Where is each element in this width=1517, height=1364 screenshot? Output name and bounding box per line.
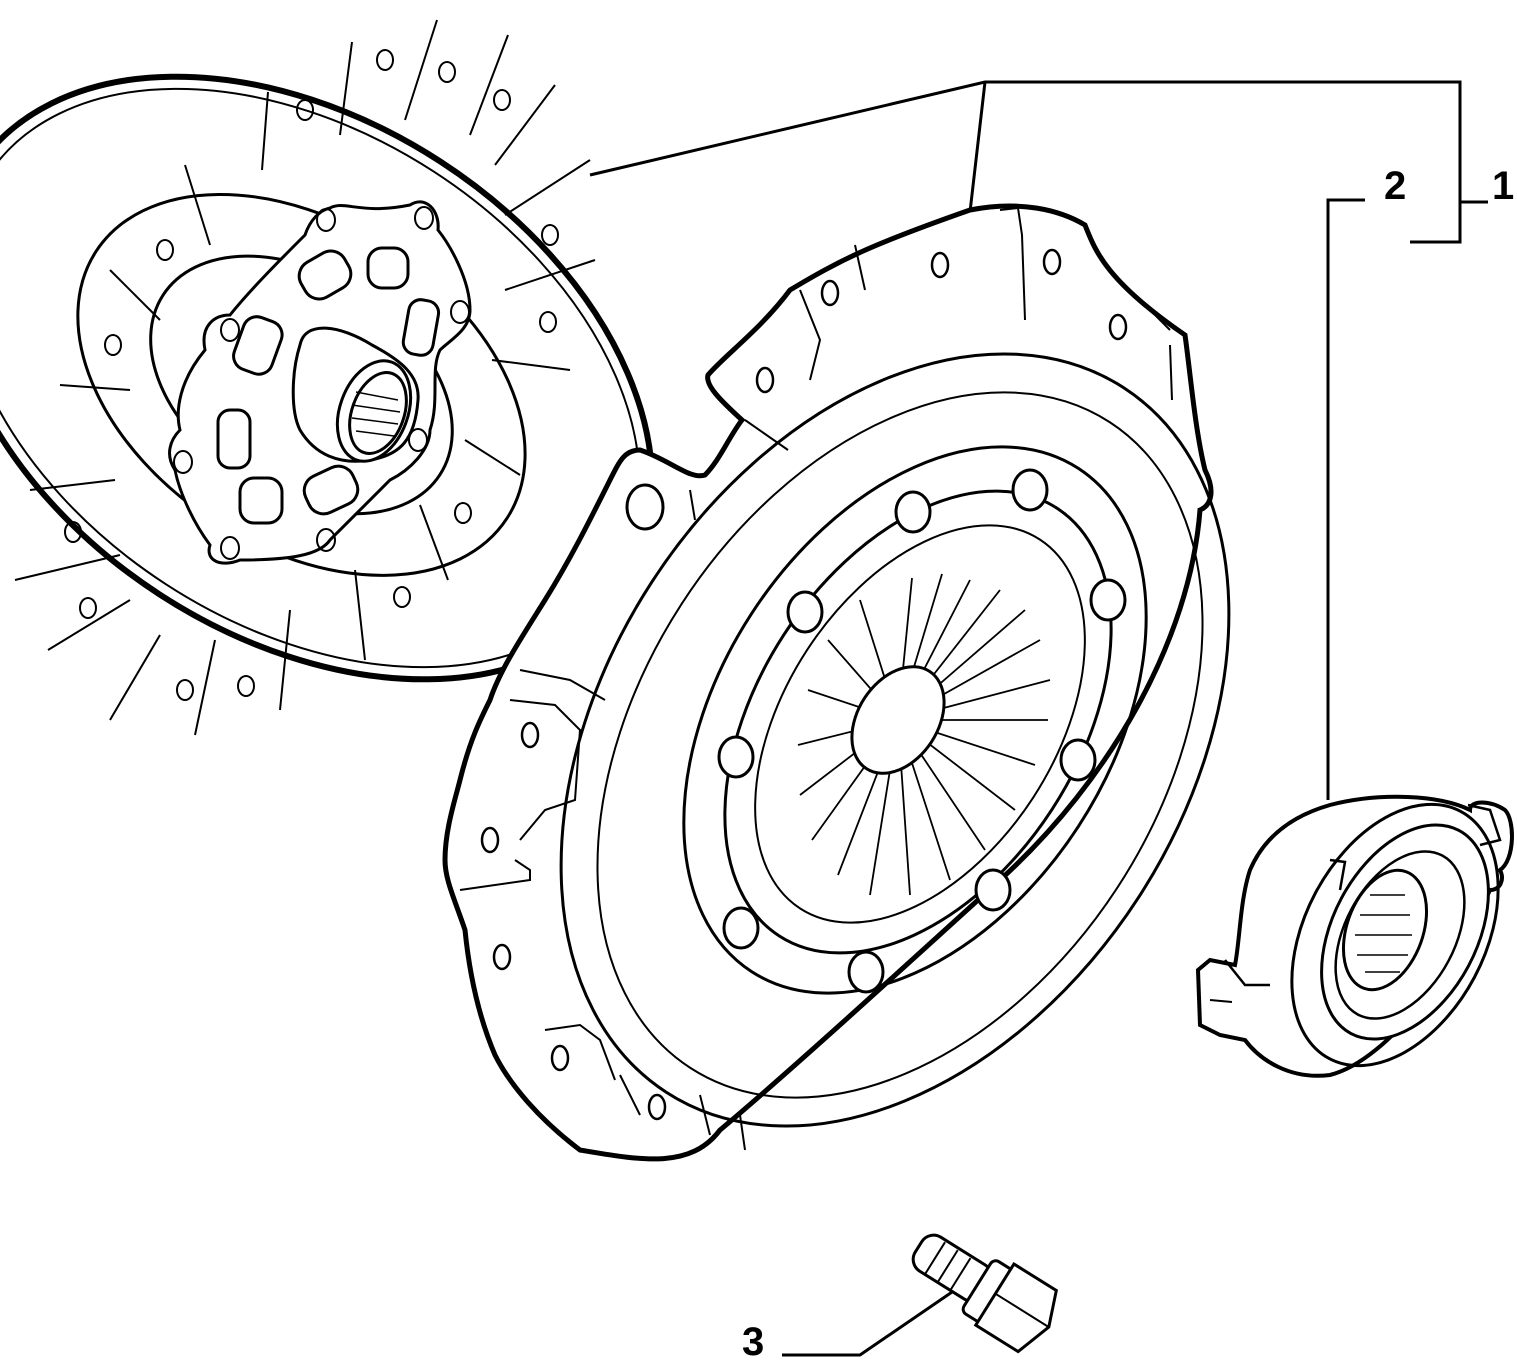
leader-item-1 [589, 80, 1462, 244]
callout-item-3: 3 [742, 1320, 765, 1364]
friction-segments [14, 19, 596, 736]
leader-item-1-stem [968, 81, 987, 213]
leader-lines [589, 80, 1488, 1357]
pressure-plate-icon [442, 203, 1231, 1162]
damper-springs [216, 246, 441, 525]
bolt-icon [911, 1233, 1058, 1354]
leader-item-3 [782, 1288, 956, 1357]
callout-item-1: 1 [1492, 164, 1515, 208]
hub-bolt-holes [173, 206, 470, 560]
release-bearing-icon [1195, 794, 1514, 1078]
pressure-plate-rivets [625, 468, 1127, 994]
cover-flange-lines [459, 206, 1173, 1151]
rivet-holes [64, 49, 559, 701]
clutch-disc-icon [0, 19, 656, 736]
hub-centre [291, 326, 420, 463]
leader-item-2 [1326, 198, 1365, 800]
bearing-splines [1355, 894, 1412, 973]
callout-item-2: 2 [1384, 164, 1407, 208]
cover-mounting-holes [480, 248, 1128, 1121]
